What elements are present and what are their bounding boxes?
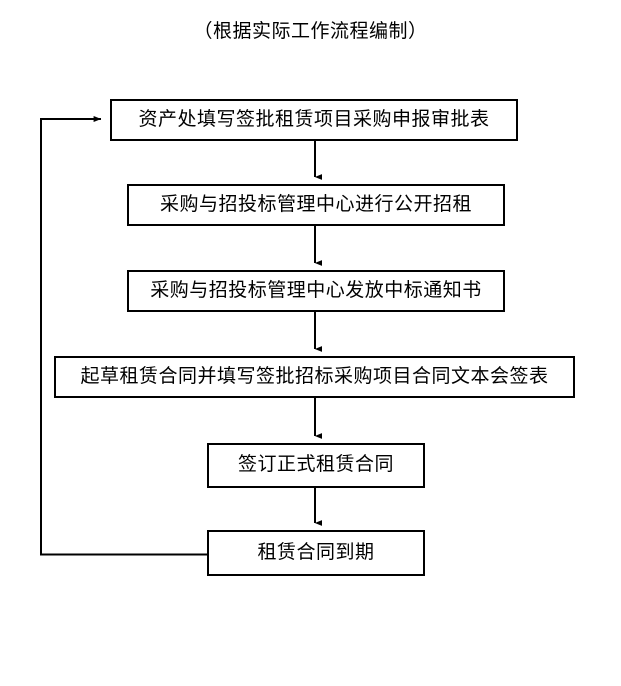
node-label: 起草租赁合同并填写签批招标采购项目合同文本会签表 xyxy=(80,365,549,387)
edge-hit-n2-n3[interactable] xyxy=(307,226,323,268)
node-label: 签订正式租赁合同 xyxy=(237,454,394,476)
edge-hit-n1-n2[interactable] xyxy=(307,141,323,181)
edge-hit-n4-n5[interactable] xyxy=(307,398,323,441)
page-title: （根据实际工作流程编制） xyxy=(193,21,428,42)
node-label: 采购与招投标管理中心发放中标通知书 xyxy=(150,279,482,301)
edge-hit-n3-n4[interactable] xyxy=(307,312,323,354)
node-label: 资产处填写签批租赁项目采购申报审批表 xyxy=(138,108,490,130)
edge-hit-n5-n6[interactable] xyxy=(307,488,323,528)
node-sign-formal-contract[interactable]: 签订正式租赁合同 xyxy=(207,443,425,488)
node-label: 采购与招投标管理中心进行公开招租 xyxy=(159,193,472,215)
node-label: 租赁合同到期 xyxy=(257,541,375,563)
node-public-tender[interactable]: 采购与招投标管理中心进行公开招租 xyxy=(127,184,505,226)
edge-hit-n6-n1-feedback[interactable] xyxy=(33,112,49,562)
node-contract-expires[interactable]: 租赁合同到期 xyxy=(207,530,425,576)
node-apply-approval-form[interactable]: 资产处填写签批租赁项目采购申报审批表 xyxy=(110,99,518,141)
node-issue-bid-notice[interactable]: 采购与招投标管理中心发放中标通知书 xyxy=(127,270,505,312)
node-draft-contract-countersign[interactable]: 起草租赁合同并填写签批招标采购项目合同文本会签表 xyxy=(54,356,575,398)
